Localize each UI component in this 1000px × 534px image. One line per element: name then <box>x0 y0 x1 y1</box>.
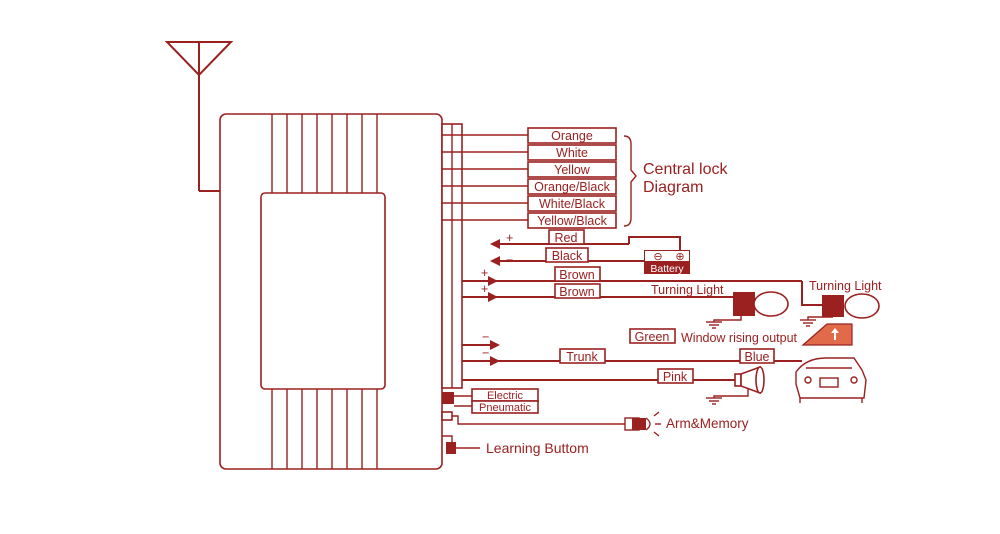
wire-black-label: Black <box>552 249 583 263</box>
connector-strip <box>441 123 463 389</box>
svg-text:⊕: ⊕ <box>675 251 684 263</box>
svg-text:White: White <box>556 146 588 160</box>
wire-yellow-black: Yellow/Black <box>527 212 617 229</box>
lock-type-electric: Electric <box>487 390 524 402</box>
led-wire: Arm&Memory <box>441 411 749 437</box>
wire-trunk-label: Trunk <box>566 350 598 364</box>
svg-text:Yellow/Black: Yellow/Black <box>537 214 607 228</box>
battery-icon: ⊖ ⊕ Battery <box>644 250 690 275</box>
turning-light-right-label: Turning Light <box>809 279 882 293</box>
siren-icon <box>706 365 765 405</box>
turning-light-wires: + Brown + Brown Turning Light Turning Li… <box>462 266 882 329</box>
svg-text:Yellow: Yellow <box>554 163 591 177</box>
learning-button-label: Learning Buttom <box>486 440 589 456</box>
wire-orange: Orange <box>527 127 617 144</box>
battery-label: Battery <box>650 263 684 275</box>
svg-text:Orange/Black: Orange/Black <box>534 180 610 194</box>
arm-memory-label: Arm&Memory <box>666 416 749 431</box>
wire-red-label: Red <box>555 231 578 245</box>
svg-text:−: − <box>506 253 513 267</box>
svg-text:+: + <box>506 231 513 245</box>
bracket <box>623 135 637 227</box>
lock-type-pneumatic: Pneumatic <box>479 402 531 414</box>
wire-brown-2-label: Brown <box>559 285 594 299</box>
svg-text:+: + <box>481 282 488 296</box>
wire-white: White <box>527 144 617 161</box>
wire-orange-black: Orange/Black <box>527 178 617 195</box>
turning-light-left-icon <box>706 291 789 329</box>
svg-text:−: − <box>482 346 489 360</box>
car-trunk-icon <box>795 357 867 403</box>
lock-type-selector: Electric Pneumatic <box>442 388 539 414</box>
svg-text:−: − <box>482 330 489 344</box>
wire-green-label: Green <box>635 330 670 344</box>
window-rising-label: Window rising output <box>681 331 798 345</box>
svg-text:⊖: ⊖ <box>653 251 662 263</box>
learning-button-wire: Learning Buttom <box>442 435 589 456</box>
svg-text:Orange: Orange <box>551 129 593 143</box>
wire-white-black: White/Black <box>527 195 617 212</box>
svg-text:White/Black: White/Black <box>539 197 606 211</box>
siren-wire: Pink <box>462 365 765 405</box>
turning-light-right-icon <box>800 293 880 327</box>
window-rising-wire: − Green Window rising output <box>462 323 853 350</box>
central-lock-wires: Orange White Yellow Orange/Black White/B… <box>442 127 728 229</box>
central-lock-title: Central lock <box>643 161 728 178</box>
central-lock-subtitle: Diagram <box>643 179 703 196</box>
svg-text:+: + <box>481 266 488 280</box>
wire-pink-label: Pink <box>663 370 688 384</box>
antenna-icon <box>164 41 234 192</box>
power-wires: + Red − Black ⊖ ⊕ Battery <box>490 229 690 275</box>
led-icon <box>624 411 661 437</box>
trunk-wire: − Trunk Blue <box>462 346 867 403</box>
wire-yellow: Yellow <box>527 161 617 178</box>
turning-light-left-label: Turning Light <box>651 283 724 297</box>
wire-blue-label: Blue <box>744 350 769 364</box>
wire-brown-1-label: Brown <box>559 268 594 282</box>
control-unit <box>219 113 443 470</box>
window-icon <box>801 323 853 346</box>
